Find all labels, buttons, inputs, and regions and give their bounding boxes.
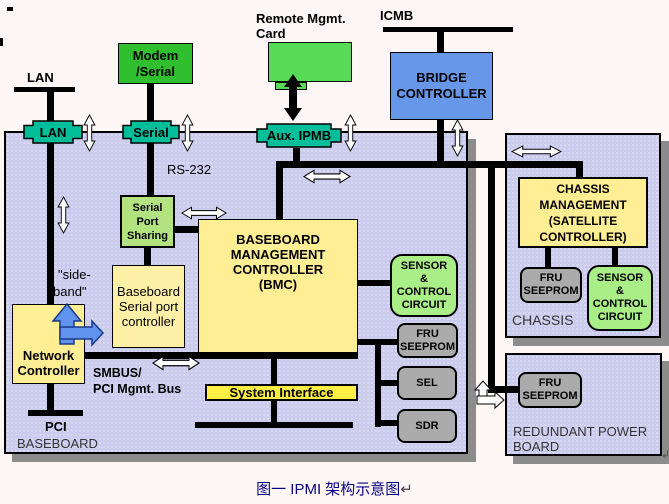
chassis-sensor-label: SENSOR xyxy=(596,272,644,284)
smbus-line xyxy=(85,352,358,359)
remote-mgmt-card xyxy=(268,42,352,82)
modem-serial-box: Modem /Serial xyxy=(118,43,193,84)
sps-to-controller-line xyxy=(144,248,151,265)
bridge-controller-box: BRIDGE CONTROLLER xyxy=(390,52,493,120)
nc-drop xyxy=(47,384,54,411)
caption: 图一 IPMI 架构示意图↵ xyxy=(256,481,413,498)
bspc-label: Baseboard xyxy=(117,284,180,299)
lan-connector: LAN xyxy=(23,120,83,144)
icmb-drop xyxy=(437,32,444,52)
serial-connector: Serial xyxy=(122,120,180,144)
fru-sel-sdr-bus xyxy=(375,339,381,427)
bmc-box: BASEBOARD MANAGEMENT CONTROLLER (BMC) xyxy=(198,219,358,358)
fru-seeprom-box: FRU SEEPROM xyxy=(397,323,458,358)
icmb-bus-bar xyxy=(383,27,513,32)
lan-bus-bar xyxy=(14,87,75,92)
sdr-box: SDR xyxy=(397,409,457,443)
sel-branch xyxy=(381,380,397,386)
sdr-branch xyxy=(381,420,397,426)
sel-label: SEL xyxy=(416,377,438,389)
redundant-return-mark: ↲ xyxy=(661,449,669,461)
system-interface-box: System Interface xyxy=(205,384,358,401)
serial-port-sharing-label: Serial xyxy=(132,201,163,214)
baseboard-label: BASEBOARD xyxy=(17,436,98,451)
modem-serial-label: /Serial xyxy=(135,63,176,79)
network-controller-label: Network xyxy=(22,348,75,363)
bspc-label: controller xyxy=(121,314,176,329)
chassis-fru-seeprom-box: FRU SEEPROM xyxy=(520,267,582,303)
lan-label: LAN xyxy=(27,70,54,85)
serial-port-sharing-label: Sharing xyxy=(127,229,168,242)
pci-bus-bar xyxy=(28,410,83,416)
chassis-fru-link xyxy=(545,248,551,267)
sps-to-bmc-line xyxy=(175,226,198,233)
chassis-management-label: MANAGEMENT xyxy=(539,197,627,212)
chassis-fru-seeprom-label: SEEPROM xyxy=(523,285,579,297)
chassis-management-label: CONTROLLER) xyxy=(539,229,627,244)
aux-ipmb-drop xyxy=(293,148,300,163)
bridge-controller-label: BRIDGE xyxy=(416,70,467,85)
aux-ipmb-connector-label: Aux. IPMB xyxy=(266,128,332,143)
sensor-control-circuit-box: SENSOR & CONTROL CIRCUIT xyxy=(390,254,458,317)
sideband-label: "side-band" xyxy=(53,267,91,299)
remote-mgmt-card-tab xyxy=(275,82,307,90)
chassis-sensor-label: CONTROL xyxy=(592,298,648,310)
chassis-management-label: (SATELLITE xyxy=(548,213,618,228)
bmc-sensor-link xyxy=(358,280,390,286)
rs232-label: RS-232 xyxy=(167,162,212,177)
chassis-management-box: CHASSIS MANAGEMENT (SATELLITE CONTROLLER… xyxy=(518,177,648,248)
stray-mark xyxy=(0,38,3,46)
system-interface-label: System Interface xyxy=(229,385,334,400)
sensor-circuit-label: CIRCUIT xyxy=(401,298,447,311)
redundant-fru-seeprom-box: FRU SEEPROM xyxy=(518,372,582,408)
chassis-management-label: CHASSIS xyxy=(556,181,610,196)
bridge-drop xyxy=(437,120,444,163)
chassis-sensor-link xyxy=(612,248,618,265)
stray-mark xyxy=(7,7,13,11)
fru-seeprom-label: FRU xyxy=(416,327,439,340)
modem-serial-label: Modem xyxy=(132,47,179,63)
serial-port-sharing-box: Serial Port Sharing xyxy=(120,195,175,248)
lan-connector-label: LAN xyxy=(39,124,67,140)
redundant-fru-link xyxy=(495,386,518,393)
bridge-controller-label: CONTROLLER xyxy=(396,86,487,101)
lan-line xyxy=(47,90,54,304)
bspc-label: Serial port xyxy=(118,299,179,314)
si-pci-link xyxy=(271,401,277,423)
sensor-circuit-label: SENSOR xyxy=(400,259,448,272)
aux-ipmb-connector: Aux. IPMB xyxy=(256,123,342,148)
network-controller-box: Network Controller xyxy=(12,304,85,384)
sdr-label: SDR xyxy=(415,420,439,432)
redundant-fru-seeprom-label: FRU xyxy=(538,377,562,389)
fru-seeprom-label: SEEPROM xyxy=(399,340,455,353)
sensor-circuit-label: & xyxy=(420,272,428,285)
chassis-sensor-label: CIRCUIT xyxy=(597,311,643,323)
chassis-sensor-circuit-box: SENSOR & CONTROL CIRCUIT xyxy=(587,265,653,331)
baseboard-serial-port-controller-box: Baseboard Serial port controller xyxy=(112,265,185,348)
bmc-label: (BMC) xyxy=(258,277,298,292)
smbus-label: SMBUS/PCI Mgmt. Bus xyxy=(93,366,182,396)
network-controller-label: Controller xyxy=(17,363,80,378)
serial-connector-label: Serial xyxy=(133,124,169,140)
serial-port-sharing-label: Port xyxy=(136,215,159,228)
icmb-label: ICMB xyxy=(380,8,414,23)
remote-mgmt-label: Remote Mgmt.Card xyxy=(256,11,346,41)
pci-label: PCI xyxy=(45,419,67,434)
bmc-label: BASEBOARD xyxy=(236,232,320,247)
chassis-mgmt-drop xyxy=(576,163,583,177)
chassis-fru-seeprom-label: FRU xyxy=(539,272,563,284)
bmc-label: CONTROLLER xyxy=(232,262,324,277)
sel-box: SEL xyxy=(397,366,457,400)
bmc-label: MANAGEMENT xyxy=(230,247,326,262)
ipmb-bus xyxy=(276,161,583,168)
bmc-drop xyxy=(276,161,283,219)
redundant-fru-seeprom-label: SEEPROM xyxy=(522,390,578,402)
chassis-label: CHASSIS xyxy=(512,312,574,328)
bmc-si-link xyxy=(271,358,277,384)
sensor-circuit-label: CONTROL xyxy=(396,285,452,298)
pci-bus xyxy=(195,422,353,428)
ipmb-right-drop xyxy=(488,163,495,393)
chassis-sensor-label: & xyxy=(616,285,624,297)
